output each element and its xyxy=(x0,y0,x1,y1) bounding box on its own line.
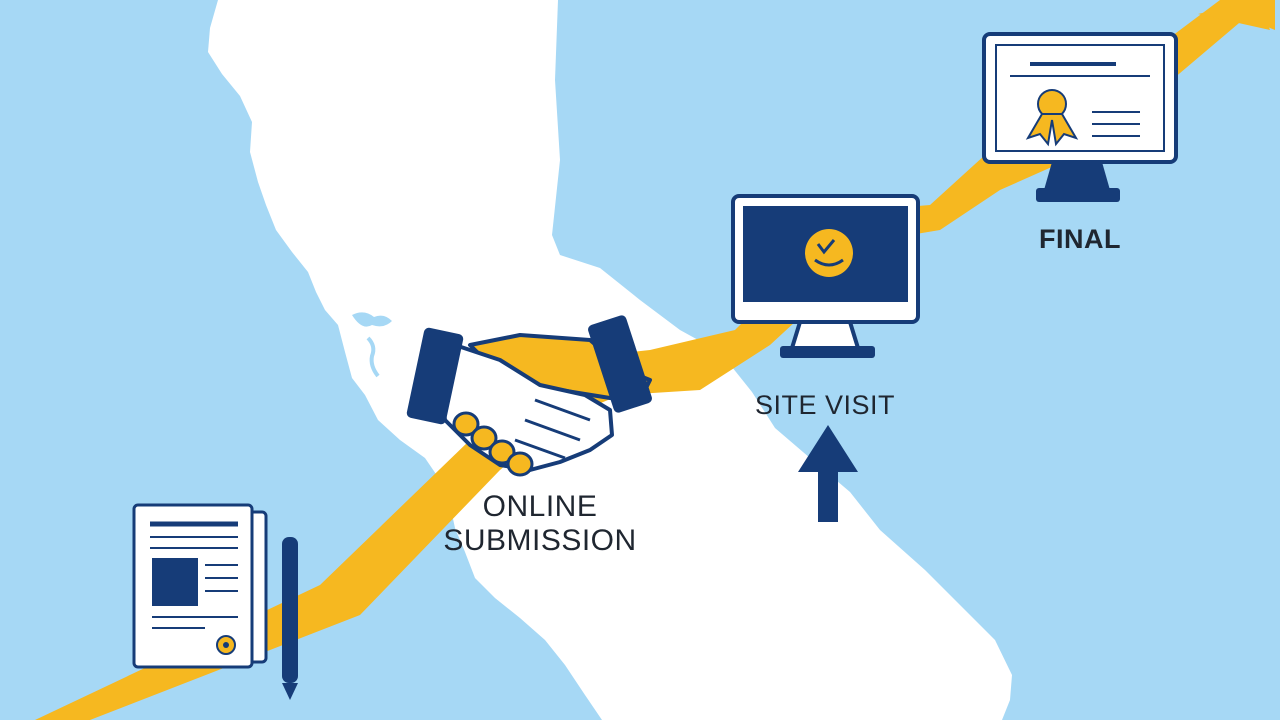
bay-inlet xyxy=(366,336,380,378)
step-label-online-submission-line2: SUBMISSION xyxy=(443,524,637,557)
monitor-check-icon xyxy=(731,194,920,358)
step-label-final: FINAL xyxy=(1039,224,1121,254)
step-label-online-submission-line1: ONLINE xyxy=(482,490,598,523)
progress-arrowhead xyxy=(1198,0,1270,30)
pen-icon xyxy=(282,537,298,700)
arrow-up-icon xyxy=(798,425,858,522)
handshake-icon xyxy=(406,315,652,477)
bay-detail xyxy=(352,312,392,327)
progress-path xyxy=(35,0,1275,720)
step-label-site-visit: SITE VISIT xyxy=(754,390,896,420)
document-with-seal-icon xyxy=(132,503,268,669)
monitor-certificate-icon xyxy=(982,32,1178,202)
